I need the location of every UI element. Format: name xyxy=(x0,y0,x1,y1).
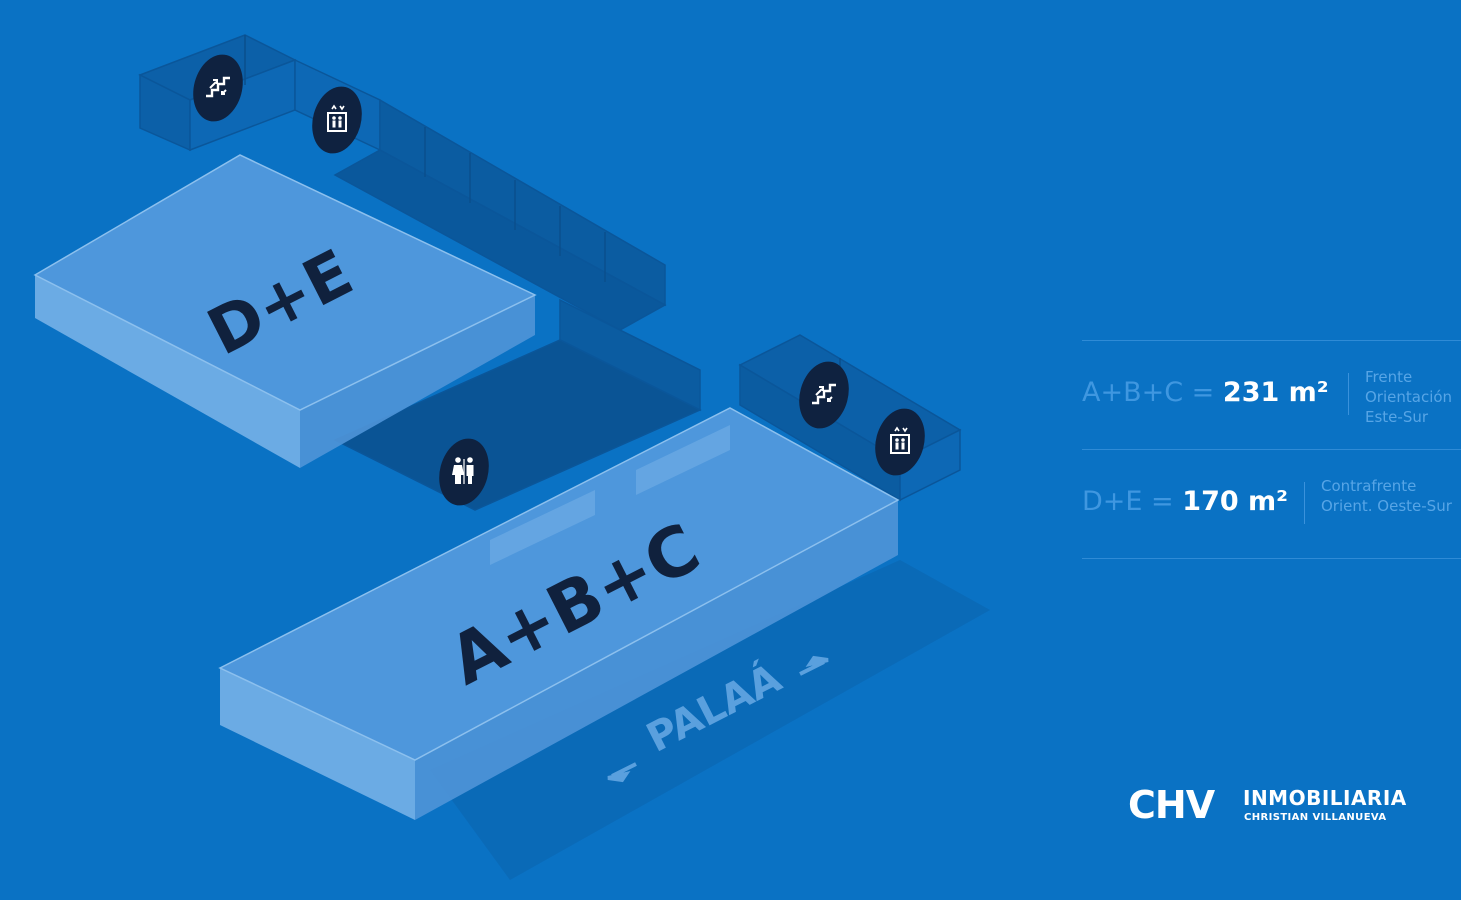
stairs-icon xyxy=(799,361,849,429)
logo-subtitle: CHRISTIAN VILLANUEVA xyxy=(1244,812,1387,823)
legend-units: A+B+C = xyxy=(1082,377,1215,408)
ground-shadow xyxy=(430,560,990,880)
logo-mark: CHV xyxy=(1128,783,1215,827)
legend-formula: D+E = 170 m² xyxy=(1082,486,1288,517)
legend-area: 170 m² xyxy=(1182,486,1289,517)
unit-abc-slab xyxy=(218,407,900,820)
arrow-right-icon xyxy=(799,655,829,676)
restroom-icon xyxy=(439,438,489,506)
legend-units: D+E = xyxy=(1082,486,1174,517)
arrow-left-icon xyxy=(607,762,637,783)
legend-row-de: D+E = 170 m² Contrafrente Orient. Oeste-… xyxy=(1082,449,1461,559)
brand-logo: CHV INMOBILIARIA CHRISTIAN VILLANUEVA xyxy=(1128,782,1448,832)
unit-de-slab xyxy=(33,154,537,468)
elevator-icon xyxy=(312,86,362,154)
legend-divider xyxy=(1348,373,1349,415)
elevator-icon xyxy=(875,408,925,476)
legend-description: Contrafrente Orient. Oeste-Sur xyxy=(1321,477,1452,515)
core-corridor-blocks xyxy=(138,34,962,511)
legend-area: 231 m² xyxy=(1222,377,1329,408)
legend-row-abc: A+B+C = 231 m² Frente Orientación Este-S… xyxy=(1082,340,1461,449)
legend-formula: A+B+C = 231 m² xyxy=(1082,377,1329,408)
logo-name: INMOBILIARIA xyxy=(1243,786,1407,810)
stairs-icon xyxy=(193,54,243,122)
legend-divider xyxy=(1304,482,1305,524)
area-legend: A+B+C = 231 m² Frente Orientación Este-S… xyxy=(1082,340,1461,559)
legend-description: Frente Orientación Este-Sur xyxy=(1365,368,1453,426)
